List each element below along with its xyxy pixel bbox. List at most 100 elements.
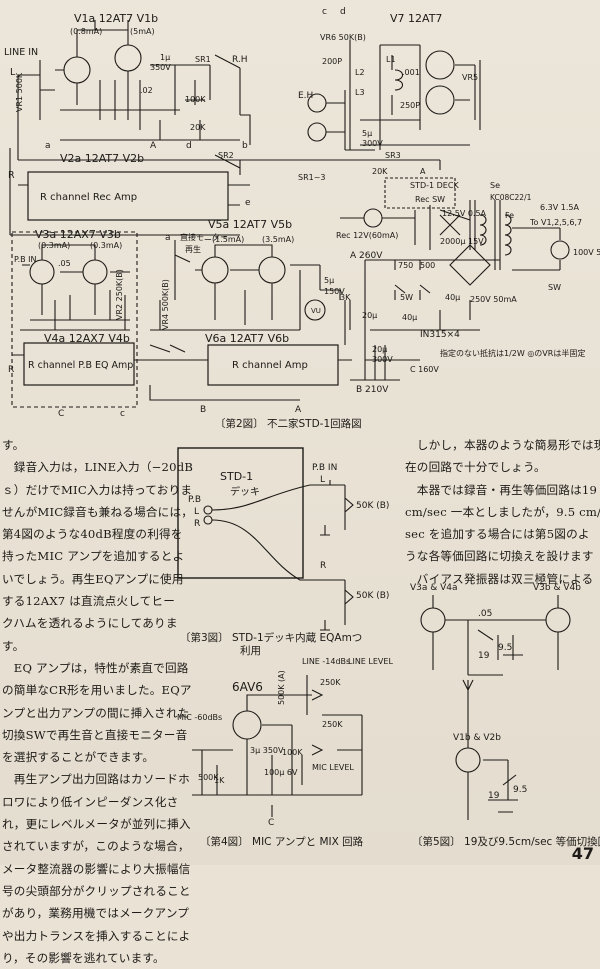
c5-label: 5μ [324, 276, 334, 285]
sw-label: SW [548, 283, 561, 292]
text-left-line: や出力トランスを挿入することによ [2, 928, 191, 943]
text-left-line: の簡単なCR形を用いました。EQア [2, 683, 192, 698]
node-d2-label: d [340, 7, 346, 17]
node-e-label: e [245, 198, 251, 208]
c5b-label: 5μ [362, 129, 372, 138]
vr5-label: VR5 [462, 73, 478, 82]
b210-label: B 210V [356, 385, 389, 395]
v5b-current: (3.5mA) [262, 235, 294, 244]
page-number: 47 [571, 844, 594, 863]
fig5-caption: 〔第5図〕 19及び9.5cm/sec 等価切換回路 [412, 836, 600, 848]
v4-tube-label: V4a 12AX7 V4b [44, 332, 130, 345]
fig5-bottom-label: V1b & V2b [453, 733, 501, 743]
text-left-line: があり，業務用機ではメークアンプ [2, 906, 190, 921]
eh-label: E.H [298, 91, 313, 101]
fig4-caption: 〔第4図〕 MIC アンプと MIX 回路 [200, 836, 364, 848]
c05-label: .05 [58, 259, 71, 268]
line-in-fig4: LINE -14dBs [302, 657, 350, 666]
text-left-line: ロワにより低インピーダンス化さ [2, 794, 179, 809]
v300b-label: 300V [372, 355, 393, 364]
line-in-label: LINE IN [4, 47, 38, 58]
c40b-label: 40μ [445, 293, 460, 302]
text-right-line: うな各等価回路に切換えを設けます [405, 549, 594, 564]
c20-label: 20μ [362, 311, 377, 320]
text-right-line: バイアス発振器は双三極管による [405, 571, 594, 586]
fig3-caption-line1: 〔第3図〕 STD-1デッキ内蔵 EQAmつ [180, 632, 363, 644]
rec-12v-label: Rec 12V(60mA) [336, 231, 398, 240]
r100k-label: 100K [185, 95, 206, 104]
text-left-line: EQ アンプは，特性が素直で回路 [2, 660, 189, 675]
fig5-c19-label: 19 [478, 651, 490, 661]
text-left-line: 号の尖頭部分がクリップされること [2, 883, 191, 898]
r3k-label: 3K [340, 293, 351, 302]
fig5-left-label: V3a & V4a [410, 583, 458, 593]
l-label-fig3: L [194, 507, 199, 517]
fig2-schematic: LINE IN L R V1a 12AT7 V1b (0.8mA) (5mA) … [4, 7, 600, 419]
node-a2-label: a [165, 233, 171, 243]
vu-label: VU [311, 307, 321, 315]
text-left-line: 第4図のような40dB程度の利得を [2, 527, 183, 542]
v150-label: 150V [324, 287, 345, 296]
text-right-line: 在の回路で十分でしょう。 [405, 460, 546, 475]
fig5-c95b-label: 9.5 [513, 785, 527, 795]
r500-label: 500 [420, 261, 435, 270]
a260-label: A 260V [350, 251, 383, 261]
c200p-label: 200P [322, 57, 342, 66]
pb-eq-amp-block-label: R channel P.B EQ Amp [28, 360, 133, 371]
fig3-caption: 〔第3図〕 STD-1デッキ内蔵 EQAmつ 利用 [180, 632, 362, 657]
to-v-label: To V1,2,5,6,7 [529, 218, 582, 227]
text-left-line: 再生アンプ出力回路はカソードホ [2, 772, 190, 787]
fig4-schematic: 6AV6 LINE -14dBs LINE LEVEL MIC -60dBs M… [177, 657, 393, 825]
se-label: Se [490, 181, 500, 190]
6av6-label: 6AV6 [232, 680, 263, 694]
r250k-label: 250K [320, 678, 341, 687]
vr2-label: VR2 250K(B) [115, 269, 124, 320]
v3-tube-label: V3a 12AX7 V3b [35, 228, 121, 241]
r750-label: 750 [398, 261, 413, 270]
text-left-line: されていますが，このような場合， [2, 839, 190, 854]
r-label: R [8, 170, 15, 181]
fig5-c05-label: .05 [478, 609, 492, 619]
c1-label: 1μ [160, 53, 170, 62]
sr2-label: SR2 [218, 151, 234, 160]
r1k-label: 1K [214, 776, 225, 785]
text-left-line: を選択することができます。 [2, 750, 155, 765]
node-A3-label: A [420, 167, 426, 176]
rec-amp-block-label: R channel Rec Amp [40, 192, 137, 203]
r-amp-block-label: R channel Amp [232, 360, 308, 371]
r100k-fig4: 100K [282, 748, 303, 757]
text-left-line: 録音入力は，LINE入力（−20dB [2, 460, 194, 475]
fig5-schematic: V3a & V4a V3b & V4b .05 19 9.5 V1b & V2b… [410, 583, 581, 820]
vr2-label-fig3: 50K (B) [356, 591, 389, 601]
c3-label: 3μ 350V [250, 746, 284, 755]
c-label-fig4: C [268, 818, 274, 825]
c40-label: 40μ [402, 313, 417, 322]
diodes-label: IN315×4 [420, 330, 460, 340]
text-right-line: sec を追加する場合には第5図のよ [405, 527, 590, 542]
heater-label: 6.3V 1.5A [540, 203, 579, 212]
v2-tube-label: V2a 12AT7 V2b [60, 152, 144, 165]
text-left-line: する12AX7 は直流点火してヒー [2, 594, 176, 609]
text-right-line: 本器では録音・再生等価回路は19 [405, 482, 598, 497]
fig5-right-label: V3b & V4b [533, 583, 581, 593]
text-left-line: ンプと出力アンプの間に挿入された [2, 705, 190, 720]
r500k-label: 500K [198, 773, 219, 782]
fig2-caption: 〔第2図〕 不二家STD-1回路図 [215, 418, 362, 430]
r20k-label: 20K [190, 123, 206, 132]
r250k-b-label: 250K [322, 720, 343, 729]
v7-tube-label: V7 12AT7 [390, 12, 442, 25]
v3a-current: (0.3mA) [38, 241, 70, 250]
pb-in-label: P.B IN [14, 255, 37, 264]
text-left-line: れ，更にレベルメータが並列に挿入 [2, 817, 191, 832]
v300-label: 300V [362, 139, 383, 148]
deck-label: STD-1 DECK [410, 181, 459, 190]
c160-label: C 160V [410, 365, 439, 374]
c100-label: 100μ 6V [264, 768, 298, 777]
c02-label: .02 [140, 86, 153, 95]
node-a-label: a [45, 141, 51, 151]
r20k-b-label: 20K [372, 167, 388, 176]
l3-label: L3 [355, 88, 365, 97]
node-B-label: B [200, 405, 206, 415]
